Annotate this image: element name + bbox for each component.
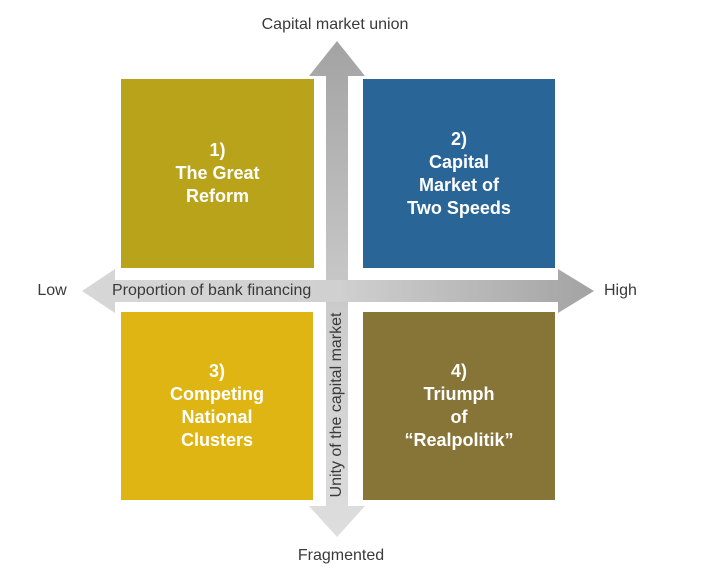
horizontal-axis-arrow xyxy=(82,269,594,313)
vertical-axis-title: Unity of the capital market xyxy=(328,312,345,498)
quadrant-4-title: Triumph of “Realpolitik” xyxy=(404,384,514,450)
quadrant-2-capital-market-of-two-speeds: 2) Capital Market of Two Speeds xyxy=(363,79,555,268)
horizontal-axis-title: Proportion of bank financing xyxy=(112,282,312,299)
quadrant-3-number: 3) xyxy=(208,361,225,381)
quadrant-3-competing-national-clusters: 3) Competing National Clusters xyxy=(121,312,313,500)
quadrant-3-title: Competing National Clusters xyxy=(170,384,264,450)
quadrant-1-number: 1) xyxy=(209,140,226,160)
quadrant-4-number: 4) xyxy=(450,361,467,381)
horizontal-axis-left-label: Low xyxy=(37,282,67,299)
vertical-axis-bottom-label: Fragmented xyxy=(297,547,385,564)
quadrant-4-triumph-of-realpolitik: 4) Triumph of “Realpolitik” xyxy=(363,312,555,500)
vertical-axis-top-label: Capital market union xyxy=(261,16,409,33)
quadrant-2-title: Capital Market of Two Speeds xyxy=(407,151,511,218)
quadrant-1-title: The Great Reform xyxy=(175,163,260,206)
quadrant-2-number: 2) xyxy=(450,128,467,149)
quadrant-1-the-great-reform: 1) The Great Reform xyxy=(121,79,314,268)
horizontal-axis-right-label: High xyxy=(604,282,637,299)
